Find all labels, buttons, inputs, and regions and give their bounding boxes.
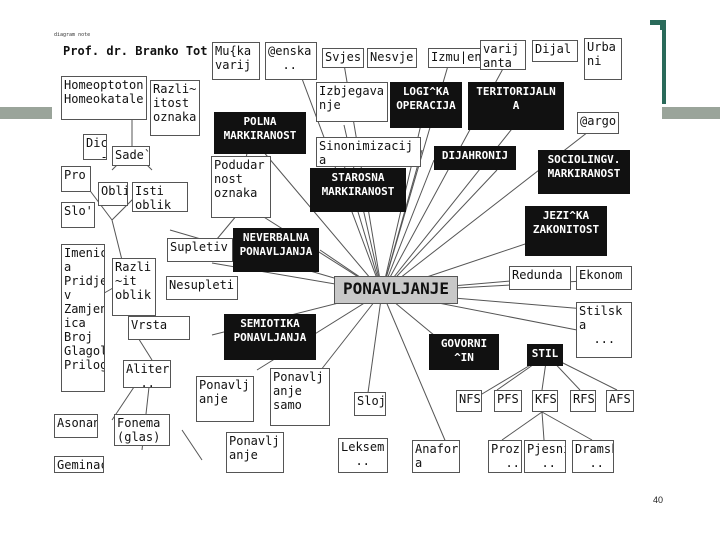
node-razlicit-oblik: Razli ~it oblik xyxy=(112,258,156,316)
node-podudarnost-oznaka: Podudar nost oznaka xyxy=(211,156,271,218)
node-ekonomija: Ekonom xyxy=(576,266,632,290)
node-razlicitost-oznaka: Razli~ itost oznaka xyxy=(150,80,200,136)
node-leksem: Leksem .. xyxy=(338,438,388,473)
node-urbani: Urba ni xyxy=(584,38,622,80)
node-isti-oblik: Isti oblik xyxy=(132,182,188,212)
node-rfs: RFS xyxy=(570,390,596,412)
node-pfs: PFS xyxy=(494,390,522,412)
header-note: diagram note xyxy=(54,32,91,38)
node-izmjena: Izmu|en xyxy=(428,48,486,68)
node-stilska: Stilsk a ... xyxy=(576,302,632,358)
node-zenska: @enska .. xyxy=(265,42,317,80)
node-teritorijalna: TERITORIJALN A xyxy=(468,82,564,130)
node-muska-varijanta: Mu{ka varij xyxy=(212,42,260,80)
node-polna-markiranost: POLNA MARKIRANOST xyxy=(214,112,306,154)
node-vrsta: Vrsta xyxy=(128,316,190,340)
node-sociolingv-markiranost: SOCIOLINGV. MARKIRANOST xyxy=(538,150,630,194)
node-neverbalna-ponavljanja: NEVERBALNA PONAVLJANJA xyxy=(233,228,319,272)
node-afs: AFS xyxy=(606,390,634,412)
node-asonanca: Asonan xyxy=(54,414,98,438)
node-geminacija: Geminac xyxy=(54,456,104,473)
node-aliteracija: Alitera .. xyxy=(123,360,171,388)
node-nesupletiv: Nesupleti xyxy=(166,276,238,300)
node-varijanta: varij anta xyxy=(480,40,526,70)
node-dramski: Dramsk .. xyxy=(572,440,614,473)
node-nesvjesno: Nesvje xyxy=(367,48,417,68)
node-supletiv: Supletiv xyxy=(167,238,233,262)
node-zargon: @argo xyxy=(577,112,619,134)
node-pro: Pro .. xyxy=(61,166,91,192)
node-oblik: Obli xyxy=(98,182,128,206)
node-sade: Sade` xyxy=(112,146,150,166)
node-dijalekt: Dijal xyxy=(532,40,578,62)
node-logicka-operacija: LOGI^KA OPERACIJA xyxy=(390,82,462,128)
node-slo: Slo' xyxy=(61,202,95,228)
mind-map: diagram note Prof. dr. Branko Tot Homeop… xyxy=(52,30,662,473)
page-number: 40 xyxy=(653,495,664,505)
node-ponavljanje-1: Ponavlj anje xyxy=(196,376,254,422)
node-dijahronija: DIJAHRONIJ xyxy=(434,146,516,170)
node-sinonimizacija: Sinonimizacij a xyxy=(316,137,421,167)
node-stil: STIL xyxy=(527,344,563,366)
node-starosna-markiranost: STAROSNA MARKIRANOST xyxy=(310,168,406,212)
node-govorni-cin: GOVORNI ^IN xyxy=(429,334,499,370)
bracket-top xyxy=(650,20,666,25)
node-proza: Proz .. xyxy=(488,440,522,473)
node-vrste-rijeci: Imenic a Pridje v Zamjen ica Broj Glagol… xyxy=(61,244,105,392)
presentation-title: Prof. dr. Branko Tot xyxy=(63,44,208,58)
node-pjesnicki: Pjesni .. xyxy=(524,440,566,473)
node-semiotika-ponavljanja: SEMIOTIKA PONAVLJANJA xyxy=(224,314,316,360)
node-izbjegavanje: Izbjegava nje xyxy=(316,82,388,122)
node-ponavljanje-2: Ponavlj anje xyxy=(226,432,284,473)
node-fonema-glas: Fonema (glas) xyxy=(114,414,170,446)
node-ponavljanje-center: PONAVLJANJE xyxy=(334,276,458,304)
node-jezicka-zakonitost: JEZI^KA ZAKONITOST xyxy=(525,206,607,256)
node-svjesno: Svjes xyxy=(322,48,364,68)
node-sloj: Sloj xyxy=(354,392,386,416)
node-ponavljanje-samo: Ponavlj anje samo xyxy=(270,368,330,426)
node-redundancija: Redunda xyxy=(509,266,571,290)
node-homeoptoton: Homeoptoton Homeokatale xyxy=(61,76,147,120)
node-nfs: NFS xyxy=(456,390,482,412)
node-dic: Dic - xyxy=(83,134,107,160)
accent-bar-left xyxy=(0,107,52,119)
bracket-vertical xyxy=(660,20,666,104)
node-kfs: KFS xyxy=(532,390,558,412)
node-anafora: Anafor a xyxy=(412,440,460,473)
accent-bar-right xyxy=(662,107,720,119)
